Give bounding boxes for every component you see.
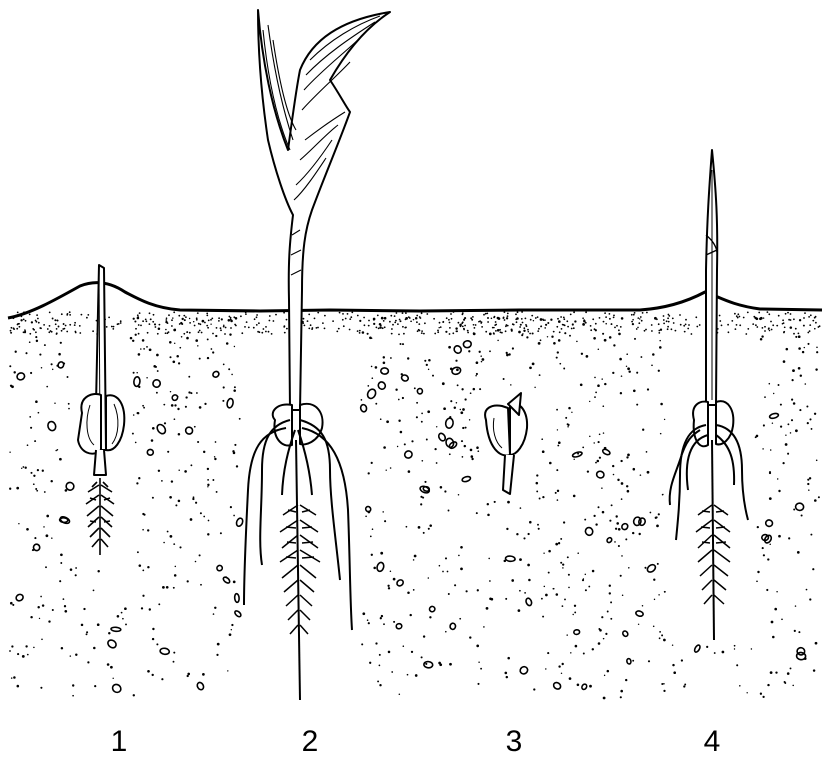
seedling-2-label: 2 — [290, 725, 330, 759]
seedling-4-label: 4 — [692, 725, 732, 759]
seedling-1-seed-left — [78, 394, 101, 454]
seedling-4-seed-left — [693, 402, 708, 447]
soil — [8, 283, 822, 700]
seedling-1-label: 1 — [99, 725, 139, 759]
seedling-1-radicle — [94, 450, 106, 475]
seedling-3-label: 3 — [494, 725, 534, 759]
